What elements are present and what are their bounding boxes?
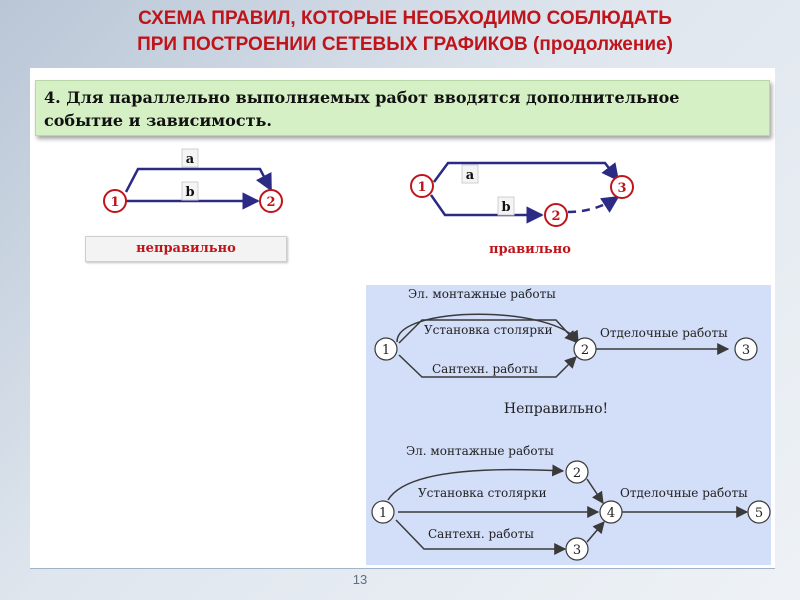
wrong-work-a: a bbox=[186, 152, 195, 167]
wrong-caption: неправильно bbox=[85, 236, 287, 262]
top-work-finishing: Отделочные работы bbox=[600, 326, 728, 340]
right-caption: правильно bbox=[470, 240, 590, 260]
right-diagram: a b 1 2 3 bbox=[400, 155, 650, 235]
wrong-work-b: b bbox=[185, 185, 194, 200]
bottom-node-5-label: 5 bbox=[755, 506, 763, 521]
wrong-diagram: a b 1 2 bbox=[90, 140, 300, 230]
wrong-node-1-label: 1 bbox=[110, 195, 119, 210]
bottom-node-2-label: 2 bbox=[573, 466, 581, 481]
verdict-text: Неправильно! bbox=[504, 401, 608, 417]
rule-line-2: событие и зависимость. bbox=[44, 109, 761, 132]
bottom-work-carpentry: Установка столярки bbox=[418, 486, 547, 500]
right-arrow-b bbox=[431, 195, 542, 215]
right-dummy-dependency bbox=[568, 197, 618, 212]
top-work-electrical: Эл. монтажные работы bbox=[408, 287, 556, 301]
bottom-node-1-label: 1 bbox=[379, 506, 387, 521]
top-node-3-label: 3 bbox=[742, 343, 750, 358]
rule-box: 4. Для параллельно выполняемых работ вво… bbox=[35, 80, 770, 136]
top-work-plumbing: Сантехн. работы bbox=[432, 362, 538, 376]
top-node-1-label: 1 bbox=[382, 343, 390, 358]
bottom-node-4-label: 4 bbox=[607, 506, 615, 521]
title-line-1: СХЕМА ПРАВИЛ, КОТОРЫЕ НЕОБХОДИМО СОБЛЮДА… bbox=[20, 6, 790, 32]
right-node-3-label: 3 bbox=[617, 181, 626, 196]
footer-divider bbox=[30, 568, 775, 569]
bottom-work-plumbing: Сантехн. работы bbox=[428, 527, 534, 541]
wrong-node-2-label: 2 bbox=[266, 195, 275, 210]
right-node-2-label: 2 bbox=[551, 209, 560, 224]
example-image: 1 2 3 Эл. монтажные работы Установка сто… bbox=[366, 285, 771, 565]
right-work-b: b bbox=[501, 200, 510, 215]
top-work-carpentry: Установка столярки bbox=[424, 323, 553, 337]
title-line-2: ПРИ ПОСТРОЕНИИ СЕТЕВЫХ ГРАФИКОВ (продолж… bbox=[20, 32, 790, 58]
bottom-node-3-label: 3 bbox=[573, 543, 581, 558]
top-node-2-label: 2 bbox=[581, 343, 589, 358]
right-node-1-label: 1 bbox=[417, 180, 426, 195]
rule-line-1: 4. Для параллельно выполняемых работ вво… bbox=[44, 86, 761, 109]
bottom-work-electrical: Эл. монтажные работы bbox=[406, 444, 554, 458]
right-work-a: a bbox=[466, 168, 475, 183]
slide-title: СХЕМА ПРАВИЛ, КОТОРЫЕ НЕОБХОДИМО СОБЛЮДА… bbox=[20, 6, 790, 58]
bottom-work-finishing: Отделочные работы bbox=[620, 486, 748, 500]
page-number: 13 bbox=[340, 572, 380, 587]
